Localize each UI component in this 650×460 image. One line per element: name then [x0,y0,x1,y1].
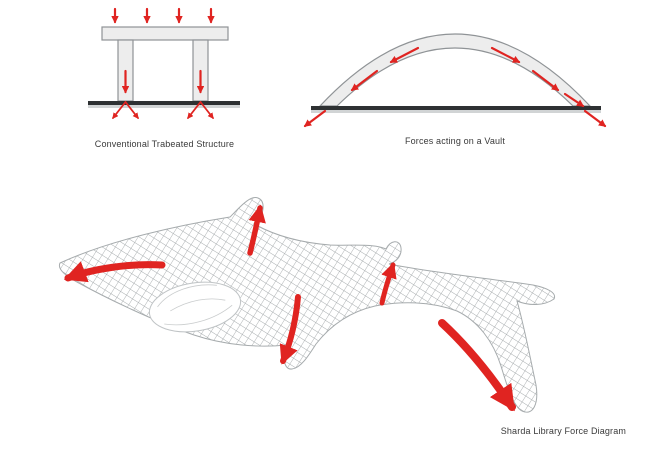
lintel-beam [101,26,229,41]
ground-line [88,101,240,108]
vault-diagram [303,33,607,128]
courtyard-opening [148,281,242,333]
roof-load-arrows-icon [111,7,215,24]
columns [117,39,209,102]
vault-label: Forces acting on a Vault [405,136,505,146]
thrust-arrows-icon [350,46,585,108]
gridshell-diagram [58,197,556,413]
trabeated-label: Conventional Trabeated Structure [94,139,235,149]
vault-arch [318,33,592,107]
column-force-arrows-icon [121,69,205,94]
mesh-surface [58,197,556,413]
trabeated-diagram [88,7,240,119]
base-reaction-arrows-icon [303,109,607,128]
gridshell-label: Sharda Library Force Diagram [500,426,626,436]
trabeated-figure: Conventional Trabeated Structure [82,5,247,150]
gridshell-figure: Sharda Library Force Diagram [30,185,630,440]
force-flow-arrows-icon [63,204,516,412]
foundation-spread-arrows-icon [112,101,214,119]
vault-figure: Forces acting on a Vault [295,14,615,147]
vault-base [311,106,601,113]
